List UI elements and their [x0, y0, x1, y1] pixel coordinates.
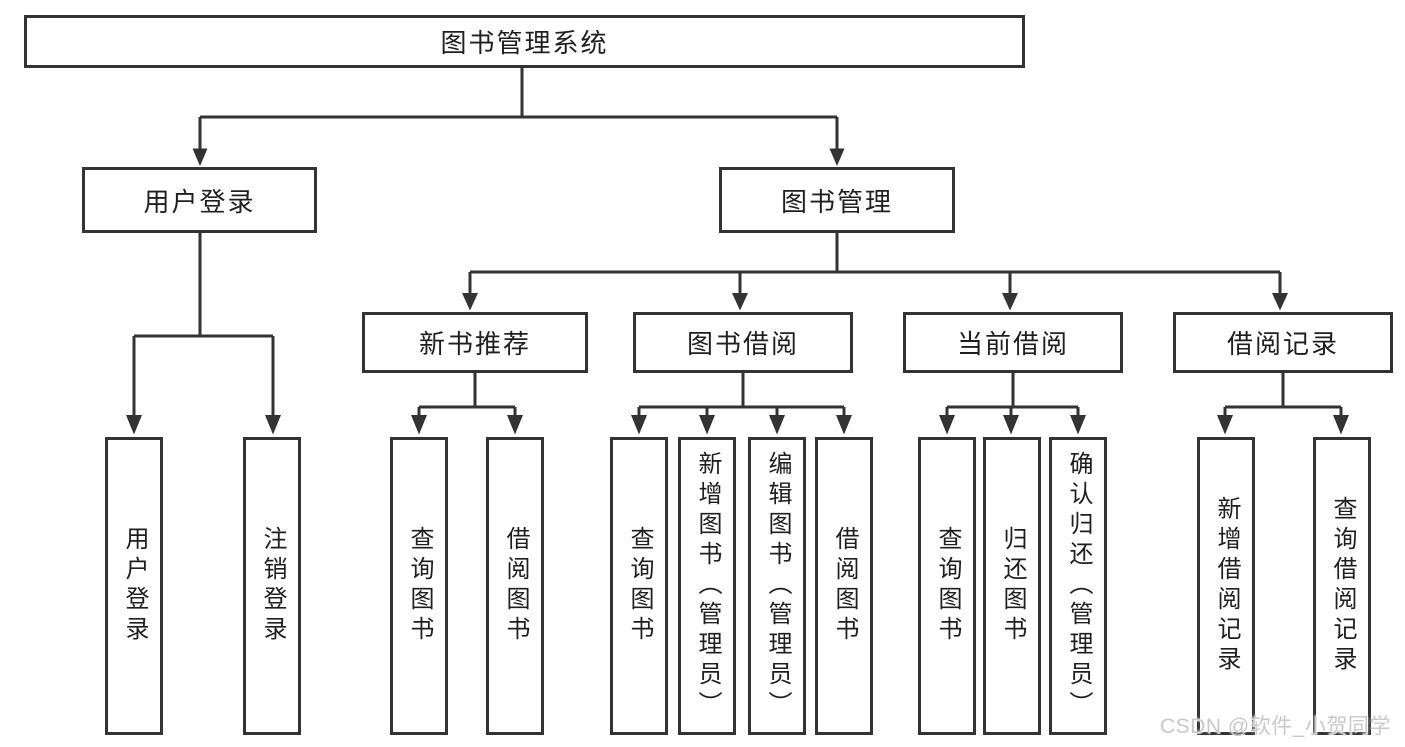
- leaf-user-login: 用户登录: [105, 437, 163, 735]
- leaf-confirm-return-admin: 确认归还（管理员）: [1049, 437, 1107, 735]
- leaf-add-book-admin: 新增图书（管理员）: [678, 437, 736, 735]
- node-borrowing-records: 借阅记录: [1173, 312, 1393, 373]
- leaf-borrow-books-borrowing: 借阅图书: [815, 437, 873, 735]
- leaf-borrow-books-recommend: 借阅图书: [486, 437, 544, 735]
- leaf-add-borrow-record: 新增借阅记录: [1197, 437, 1255, 735]
- node-book-management: 图书管理: [719, 167, 955, 233]
- node-book-borrowing: 图书借阅: [633, 312, 853, 373]
- csdn-watermark: CSDN @软件_小贺同学: [1160, 715, 1391, 738]
- leaf-query-books-recommend: 查询图书: [390, 437, 448, 735]
- node-library-management-system: 图书管理系统: [24, 15, 1025, 68]
- leaf-query-books-current: 查询图书: [918, 437, 976, 735]
- node-current-borrowing: 当前借阅: [903, 312, 1123, 373]
- leaf-query-books-borrowing: 查询图书: [610, 437, 668, 735]
- node-new-book-recommend: 新书推荐: [362, 312, 588, 373]
- node-user-login: 用户登录: [82, 167, 317, 233]
- leaf-logout: 注销登录: [243, 437, 301, 735]
- leaf-edit-book-admin: 编辑图书（管理员）: [748, 437, 806, 735]
- leaf-return-books: 归还图书: [983, 437, 1041, 735]
- leaf-query-borrow-record: 查询借阅记录: [1313, 437, 1371, 735]
